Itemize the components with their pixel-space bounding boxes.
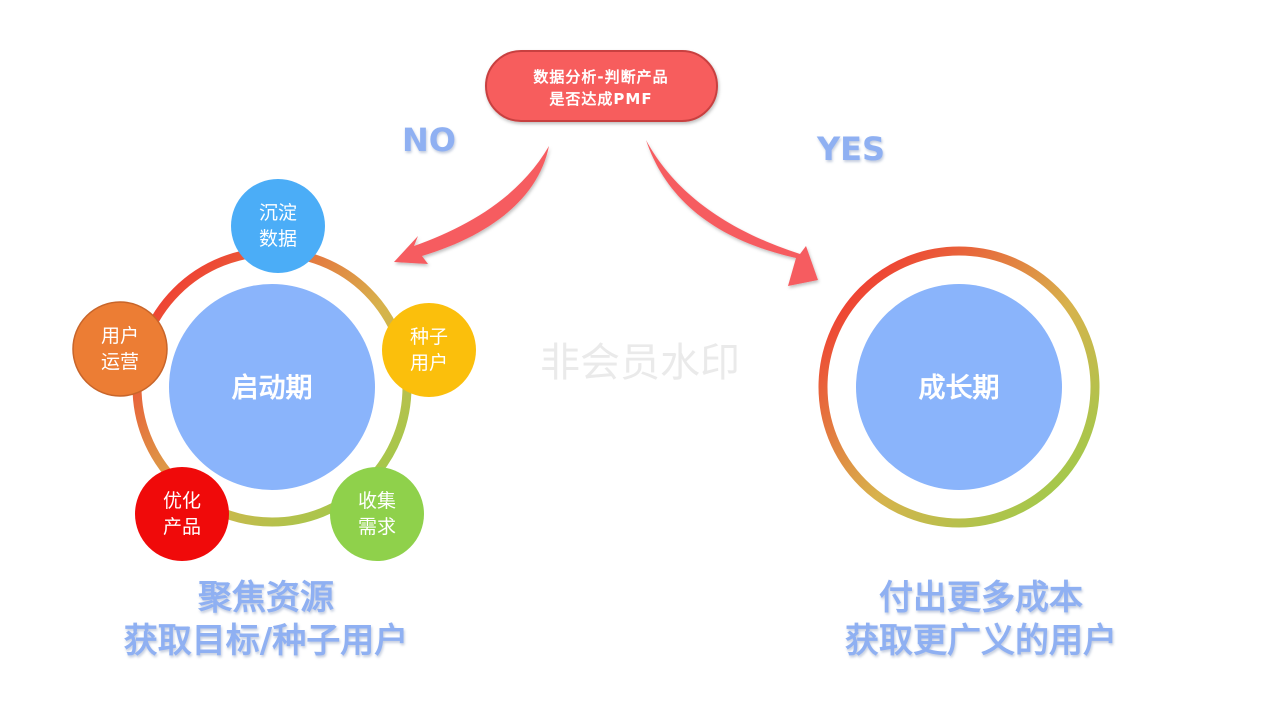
petal-circle	[330, 467, 424, 561]
no-label: NO	[402, 121, 456, 159]
petal-line-2: 产品	[163, 516, 201, 538]
petal-circle	[382, 303, 476, 397]
petal-line-2: 需求	[358, 516, 396, 538]
startup-caption-line-1: 聚焦资源	[197, 578, 334, 618]
growth-ring	[818, 246, 1100, 528]
petal-collect-requirements: 收集 需求	[330, 467, 424, 561]
watermark: 非会员水印	[540, 340, 740, 386]
petal-circle	[135, 467, 229, 561]
petal-seed-users: 种子 用户	[382, 303, 476, 397]
no-arrow	[394, 146, 549, 264]
startup-stage: 启动期 沉淀 数据 种子 用户 收集 需求 优化 产品 用户 运营	[72, 179, 476, 561]
growth-stage: 成长期	[818, 246, 1100, 528]
decision-line-1: 数据分析-判断产品	[533, 68, 668, 86]
petal-line-2: 运营	[101, 351, 139, 373]
decision-line-2: 是否达成PMF	[548, 90, 652, 108]
yes-label: YES	[816, 130, 885, 168]
petal-optimize-product: 优化 产品	[135, 467, 229, 561]
petal-deposit-data: 沉淀 数据	[231, 179, 325, 273]
petal-line-1: 种子	[410, 326, 448, 348]
petal-line-1: 沉淀	[259, 202, 297, 224]
decision-box: 数据分析-判断产品 是否达成PMF	[485, 50, 718, 122]
petal-line-1: 收集	[358, 490, 396, 512]
petal-circle	[72, 301, 168, 397]
petal-line-1: 优化	[163, 490, 201, 512]
startup-center-label: 启动期	[232, 373, 313, 404]
growth-center-label: 成长期	[919, 373, 1000, 404]
decision-box-shape	[485, 50, 718, 122]
startup-center	[169, 284, 375, 490]
petal-line-1: 用户	[101, 325, 139, 347]
petal-line-2: 用户	[410, 352, 448, 374]
yes-arrow	[646, 140, 818, 286]
petal-user-operations: 用户 运营	[72, 301, 168, 397]
petal-line-2: 数据	[259, 228, 297, 250]
petal-circle	[231, 179, 325, 273]
startup-caption-line-2: 获取目标/种子用户	[124, 621, 408, 661]
growth-caption-line-1: 付出更多成本	[879, 578, 1083, 618]
growth-center	[856, 284, 1062, 490]
growth-caption-line-2: 获取更广义的用户	[845, 621, 1117, 661]
